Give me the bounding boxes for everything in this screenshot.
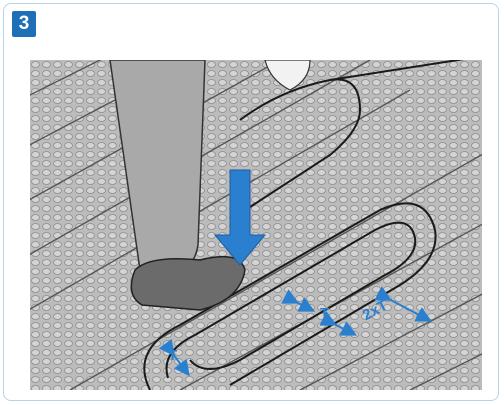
installation-illustration: T 2xT T [30,60,482,390]
spacing-label: T [320,305,329,322]
step-number-badge: 3 [12,11,36,37]
end-spacing-label: T [168,347,177,364]
